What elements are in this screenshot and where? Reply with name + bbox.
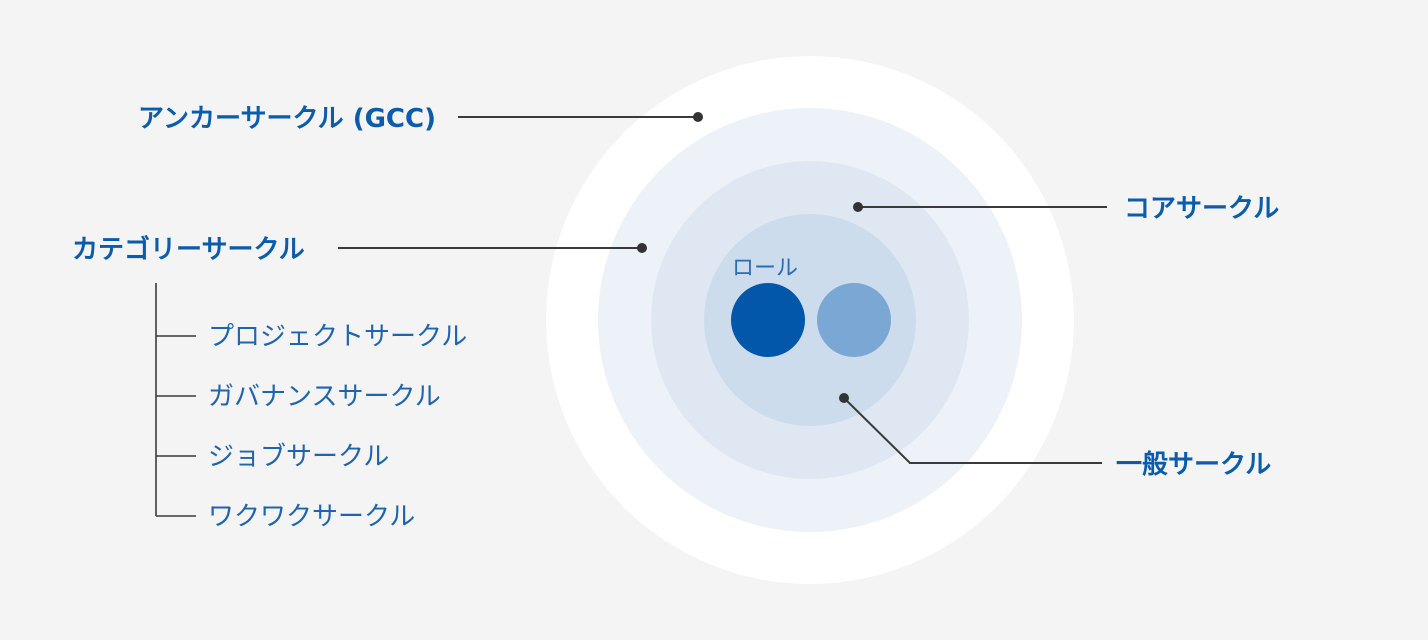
job-circle-label: ジョブサークル	[208, 442, 389, 472]
wakuwaku-circle-label: ワクワクサークル	[208, 502, 415, 532]
core-circle-label: コアサークル	[1124, 194, 1279, 224]
category-tree: プロジェクトサークル ガバナンスサークル ジョブサークル ワクワクサークル	[155, 283, 467, 532]
anchor-leader-dot	[693, 112, 703, 122]
governance-circle-label: ガバナンスサークル	[208, 382, 441, 412]
role-label: ロール	[732, 256, 798, 281]
core-leader-dot	[853, 202, 863, 212]
category-circle-label: カテゴリーサークル	[72, 234, 305, 265]
role-circle-secondary	[817, 283, 891, 357]
category-leader-dot	[637, 243, 647, 253]
anchor-circle-label: アンカーサークル (GCC)	[138, 104, 436, 134]
role-circle-primary	[731, 283, 805, 357]
general-circle-shape	[704, 214, 916, 426]
general-circle-label: 一般サークル	[1116, 450, 1271, 480]
general-leader-dot	[839, 393, 849, 403]
project-circle-label: プロジェクトサークル	[208, 322, 467, 352]
general-leader-line	[843, 397, 1102, 464]
